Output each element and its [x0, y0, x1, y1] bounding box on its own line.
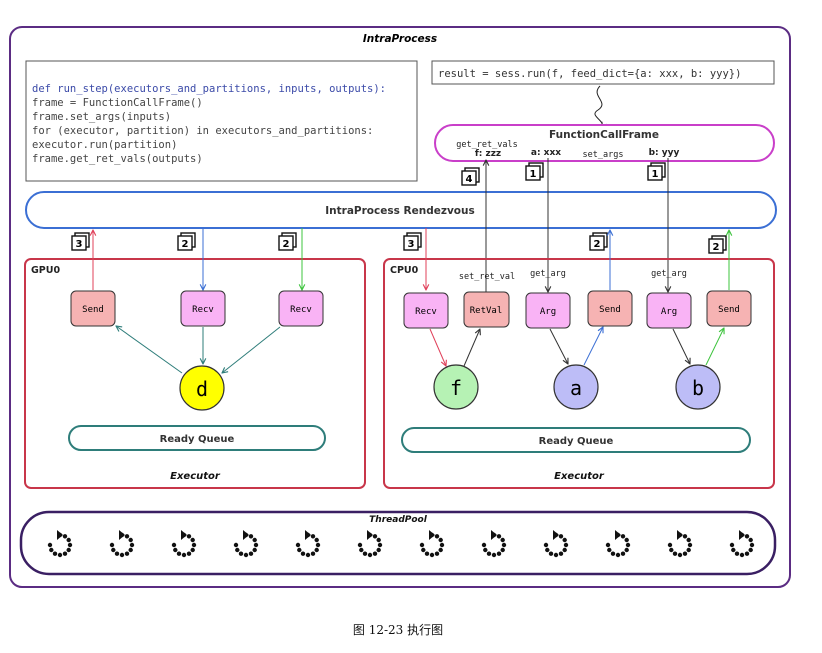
cpu-step-badge-2-b: 2 [708, 235, 727, 254]
set-ret-val-label: set_ret_val [459, 272, 515, 282]
svg-text:Arg: Arg [661, 307, 677, 317]
svg-text:Recv: Recv [415, 307, 437, 317]
intraprocess-title: IntraProcess [363, 33, 437, 45]
code-line-5: executor.run(partition) [32, 139, 177, 151]
svg-text:Recv: Recv [290, 305, 312, 315]
gpu-recv1-node: Recv [180, 290, 226, 327]
svg-text:Arg: Arg [540, 307, 556, 317]
gpu-node-d: d [179, 365, 225, 411]
gpu-ready-queue-label: Ready Queue [160, 434, 235, 445]
gpu-ready-queue [68, 425, 326, 451]
svg-text:2: 2 [594, 239, 601, 250]
svg-text:4: 4 [466, 174, 473, 185]
svg-text:b: b [692, 376, 704, 400]
arrow-b-to-send-b [705, 328, 724, 366]
cpu-step-badge-3: 3 [403, 232, 422, 251]
rendezvous-label: IntraProcess Rendezvous [325, 205, 474, 217]
get-arg-b-label: get_arg [651, 269, 687, 279]
svg-text:1: 1 [530, 169, 537, 180]
cpu-retval-node: RetVal [463, 291, 510, 328]
svg-text:3: 3 [76, 239, 83, 250]
svg-text:2: 2 [182, 239, 189, 250]
gpu-executor-label: Executor [170, 471, 221, 482]
cpu-arg-b-node: Arg [646, 292, 692, 329]
arrow-d-to-gpu-send [116, 326, 183, 374]
cpu-step-badge-2-a: 2 [589, 232, 608, 251]
get-arg-a-label: get_arg [530, 269, 566, 279]
cpu-recv-node: Recv [403, 292, 449, 329]
arrow-recv2-to-d [222, 326, 281, 373]
result-to-frame-arrow [594, 85, 603, 128]
function-call-frame [434, 124, 775, 162]
svg-text:2: 2 [283, 239, 290, 250]
code-line-3: frame.set_args(inputs) [32, 111, 171, 123]
cpu-send-a-node: Send [587, 290, 633, 327]
threadpool-label: ThreadPool [369, 515, 428, 525]
a-xxx-label: a: xxx [531, 148, 561, 158]
cpu-send-b-node: Send [706, 290, 752, 327]
svg-text:1: 1 [652, 169, 659, 180]
svg-text:f: f [450, 376, 462, 400]
cpu-node-f: f [433, 364, 479, 410]
code-line-6: frame.get_ret_vals(outputs) [32, 153, 203, 165]
intraprocess-rendezvous [25, 191, 777, 229]
svg-text:3: 3 [408, 239, 415, 250]
threadpool-box [19, 510, 777, 576]
svg-text:RetVal: RetVal [470, 306, 503, 316]
svg-text:Send: Send [599, 305, 621, 315]
svg-text:Send: Send [82, 305, 104, 315]
gpu-step-badge-2-a: 2 [177, 232, 196, 251]
cpu-executor-label: Executor [554, 471, 605, 482]
arrow-arg-a-to-a [549, 328, 568, 364]
code-line-1: def run_step(executors_and_partitions, i… [32, 83, 386, 95]
set-args-label: set_args [583, 150, 624, 160]
b-yyy-label: b: yyy [649, 148, 680, 158]
step-badge-4: 4 [461, 167, 480, 186]
figure-caption: 图 12-23 执行图 [353, 623, 443, 637]
step-badge-1-a: 1 [525, 162, 544, 181]
gpu0-box [24, 258, 366, 489]
gpu-send-node: Send [70, 290, 116, 327]
svg-text:Send: Send [718, 305, 740, 315]
function-call-frame-label: FunctionCallFrame [549, 129, 659, 141]
svg-text:a: a [570, 376, 582, 400]
code-box [25, 60, 418, 182]
cpu-ready-queue-label: Ready Queue [539, 436, 614, 447]
code-line-4: for (executor, partition) in executors_a… [32, 125, 373, 137]
svg-text:2: 2 [713, 242, 720, 253]
gpu-recv2-node: Recv [278, 290, 324, 327]
cpu-node-b: b [675, 364, 721, 410]
arrow-cpu-recv-to-f [429, 328, 446, 366]
cpu-ready-queue [401, 427, 751, 453]
gpu0-title: GPU0 [31, 265, 60, 276]
gpu-step-badge-2-b: 2 [278, 232, 297, 251]
cpu-arg-a-node: Arg [525, 292, 571, 329]
svg-text:d: d [196, 377, 208, 401]
cpu0-title: CPU0 [390, 265, 419, 276]
f-zzz-label: f: zzz [475, 149, 501, 159]
code-line-2: frame = FunctionCallFrame() [32, 97, 203, 109]
cpu-node-a: a [553, 364, 599, 410]
gpu-step-badge-3: 3 [71, 232, 90, 251]
arrow-a-to-send-a [583, 327, 603, 366]
arrow-arg-b-to-b [672, 328, 690, 364]
cpu0-box [383, 258, 775, 489]
get-ret-vals-label: get_ret_vals [456, 140, 517, 150]
intraprocess-box [9, 26, 791, 588]
svg-text:Recv: Recv [192, 305, 214, 315]
arrow-f-to-retval [463, 329, 480, 367]
step-badge-1-b: 1 [647, 162, 666, 181]
result-box [431, 60, 775, 85]
result-text: result = sess.run(f, feed_dict={a: xxx, … [438, 68, 741, 80]
